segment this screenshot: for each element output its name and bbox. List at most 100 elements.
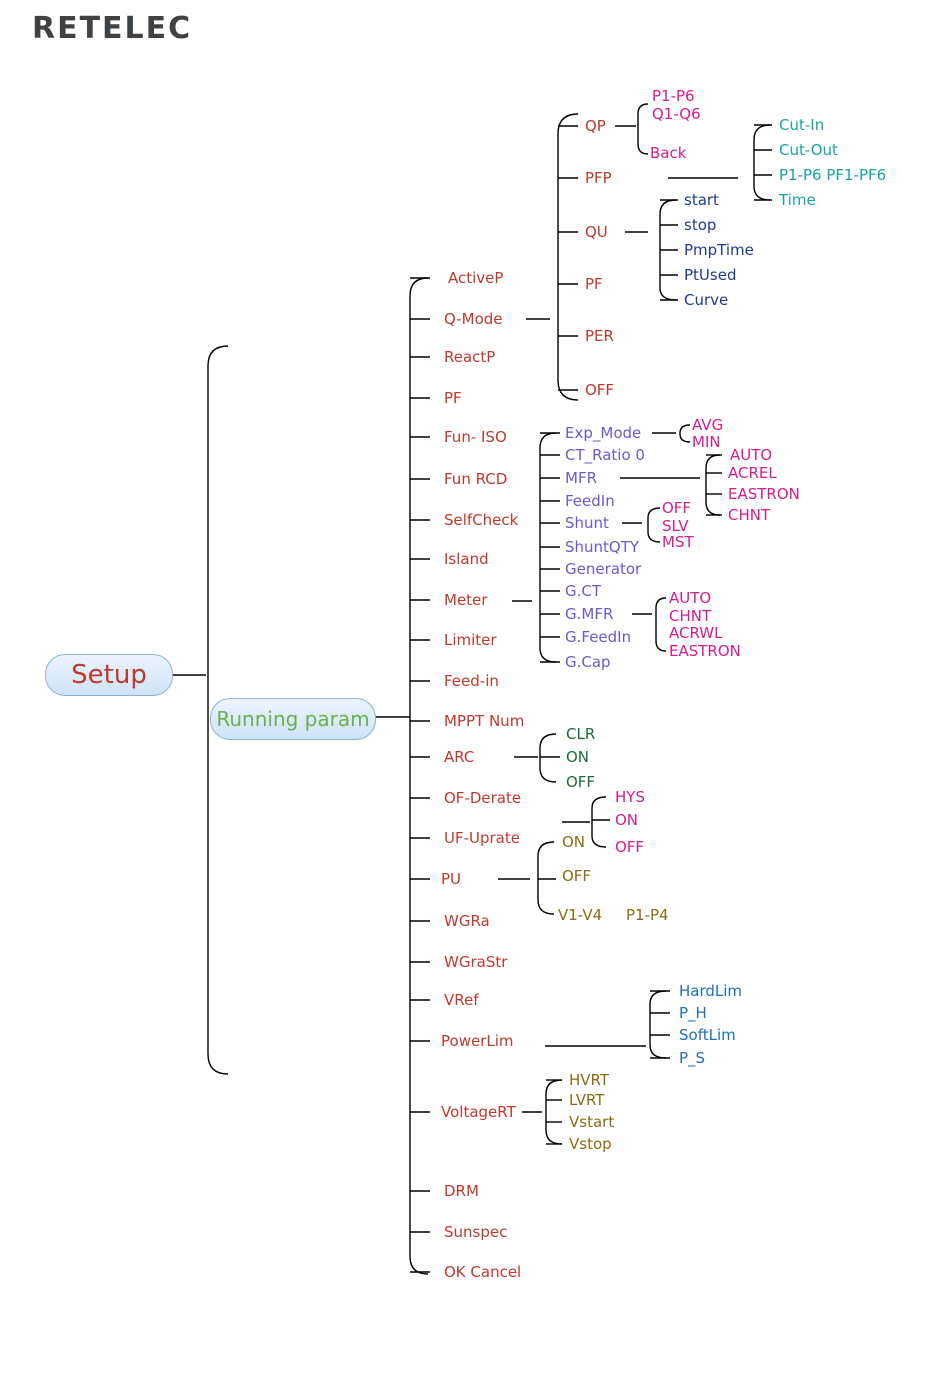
setup-node[interactable]: Setup [45, 654, 173, 696]
qmode-qp[interactable]: QP [585, 117, 606, 135]
param-wgra[interactable]: WGRa [444, 912, 490, 930]
param-reactp[interactable]: ReactP [444, 348, 496, 366]
qp-bracket [637, 103, 649, 155]
param-fun-iso[interactable]: Fun- ISO [444, 428, 507, 446]
exp-mode-avg[interactable]: AVG [692, 416, 724, 434]
meter-g-mfr[interactable]: G.MFR [565, 605, 614, 623]
param-wgrastr[interactable]: WGraStr [444, 953, 508, 971]
gmfr-chnt[interactable]: CHNT [669, 607, 712, 625]
param-limiter[interactable]: Limiter [444, 631, 497, 649]
powerlim-p-s[interactable]: P_S [679, 1049, 706, 1067]
gmfr-acrwl[interactable]: ACRWL [669, 624, 723, 642]
uf-uprate-hys[interactable]: HYS [615, 788, 645, 806]
qmode-qu[interactable]: QU [585, 223, 608, 241]
pfp-cut-in[interactable]: Cut-In [779, 116, 825, 134]
param-pu[interactable]: PU [441, 870, 462, 888]
gmfr-auto[interactable]: AUTO [669, 589, 712, 607]
param-island[interactable]: Island [444, 550, 489, 568]
param-q-mode[interactable]: Q-Mode [444, 310, 503, 328]
pfp-time[interactable]: Time [779, 191, 816, 209]
qu-ptused[interactable]: PtUsed [684, 266, 737, 284]
voltagert-lvrt[interactable]: LVRT [569, 1091, 605, 1109]
svg-text:RETELEC: RETELEC [32, 11, 192, 44]
qmode-off[interactable]: OFF [585, 381, 615, 399]
powerlim-hardlim[interactable]: HardLim [679, 982, 743, 1000]
param-uf-uprate[interactable]: UF-Uprate [444, 829, 520, 847]
running-param-label: Running param [216, 707, 370, 731]
mfr-acrel[interactable]: ACREL [728, 464, 777, 482]
qp-p1-p6[interactable]: P1-P6 [652, 87, 695, 105]
param-pf[interactable]: PF [444, 389, 462, 407]
meter-g-feedin[interactable]: G.FeedIn [565, 628, 632, 646]
param-meter[interactable]: Meter [444, 591, 488, 609]
uf-uprate-on[interactable]: ON [615, 811, 639, 829]
exp-mode-min[interactable]: MIN [692, 433, 721, 451]
param-of-derate[interactable]: OF-Derate [444, 789, 522, 807]
pu-off[interactable]: OFF [562, 867, 592, 885]
mfr-eastron[interactable]: EASTRON [728, 485, 800, 503]
mfr-auto[interactable]: AUTO [730, 446, 773, 464]
arc-off[interactable]: OFF [566, 773, 596, 791]
meter-shunt[interactable]: Shunt [565, 514, 609, 532]
shunt-slv[interactable]: SLV [662, 517, 689, 535]
arc-clr[interactable]: CLR [566, 725, 596, 743]
meter-g-cap[interactable]: G.Cap [565, 653, 611, 671]
qp-back[interactable]: Back [650, 144, 687, 162]
powerlim-p-h[interactable]: P_H [679, 1004, 707, 1022]
running-param-bracket [409, 277, 429, 1275]
voltagert-bracket [545, 1079, 563, 1145]
meter-feedin[interactable]: FeedIn [565, 492, 615, 510]
uf-uprate-off[interactable]: OFF [615, 838, 645, 856]
pu-bracket [537, 841, 555, 915]
param-vref[interactable]: VRef [444, 991, 479, 1009]
qu-start[interactable]: start [684, 191, 719, 209]
setup-label: Setup [71, 660, 147, 690]
pfp-p1-p6-pf1-pf6[interactable]: P1-P6 PF1-PF6 [779, 166, 887, 184]
qp-q1-q6[interactable]: Q1-Q6 [652, 105, 701, 123]
qu-stop[interactable]: stop [684, 216, 717, 234]
arc-on[interactable]: ON [566, 748, 590, 766]
pfp-cut-out[interactable]: Cut-Out [779, 141, 838, 159]
exp-mode-bracket [679, 424, 691, 443]
param-activep[interactable]: ActiveP [448, 269, 504, 287]
mfr-chnt[interactable]: CHNT [728, 506, 771, 524]
param-voltagert[interactable]: VoltageRT [441, 1103, 516, 1121]
shunt-off[interactable]: OFF [662, 499, 692, 517]
param-powerlim[interactable]: PowerLim [441, 1032, 514, 1050]
qmode-per[interactable]: PER [585, 327, 614, 345]
meter-generator[interactable]: Generator [565, 560, 642, 578]
powerlim-softlim[interactable]: SoftLim [679, 1026, 736, 1044]
param-selfcheck[interactable]: SelfCheck [444, 511, 519, 529]
running-param-node[interactable]: Running param [210, 698, 376, 740]
setup-bracket [207, 345, 229, 1075]
param-mppt-num[interactable]: MPPT Num [444, 712, 525, 730]
voltagert-vstop[interactable]: Vstop [569, 1135, 612, 1153]
mfr-bracket [705, 454, 721, 516]
qmode-pfp[interactable]: PFP [585, 169, 612, 187]
voltagert-vstart[interactable]: Vstart [569, 1113, 615, 1131]
meter-exp-mode[interactable]: Exp_Mode [565, 424, 642, 442]
pu-on[interactable]: ON [562, 833, 586, 851]
meter-g-ct[interactable]: G.CT [565, 582, 602, 600]
qmode-pf[interactable]: PF [585, 275, 603, 293]
param-feed-in[interactable]: Feed-in [444, 672, 499, 690]
voltagert-hvrt[interactable]: HVRT [569, 1071, 610, 1089]
param-sunspec[interactable]: Sunspec [444, 1223, 508, 1241]
gmfr-eastron[interactable]: EASTRON [669, 642, 741, 660]
shunt-bracket [647, 507, 661, 543]
meter-shuntqty[interactable]: ShuntQTY [565, 538, 640, 556]
meter-ct-ratio-0[interactable]: CT_Ratio 0 [565, 446, 645, 464]
shunt-mst[interactable]: MST [662, 533, 694, 551]
param-drm[interactable]: DRM [444, 1182, 479, 1200]
qu-bracket [659, 199, 677, 301]
param-arc[interactable]: ARC [444, 748, 475, 766]
qmode-bracket [557, 113, 579, 401]
pu-v1-v4[interactable]: V1-V4 [558, 906, 603, 924]
param-ok-cancel[interactable]: OK Cancel [444, 1263, 522, 1281]
qu-curve[interactable]: Curve [684, 291, 729, 309]
meter-mfr[interactable]: MFR [565, 469, 597, 487]
pu-p1-p4[interactable]: P1-P4 [626, 906, 669, 924]
param-fun-rcd[interactable]: Fun RCD [444, 470, 508, 488]
qu-pmptime[interactable]: PmpTime [684, 241, 754, 259]
